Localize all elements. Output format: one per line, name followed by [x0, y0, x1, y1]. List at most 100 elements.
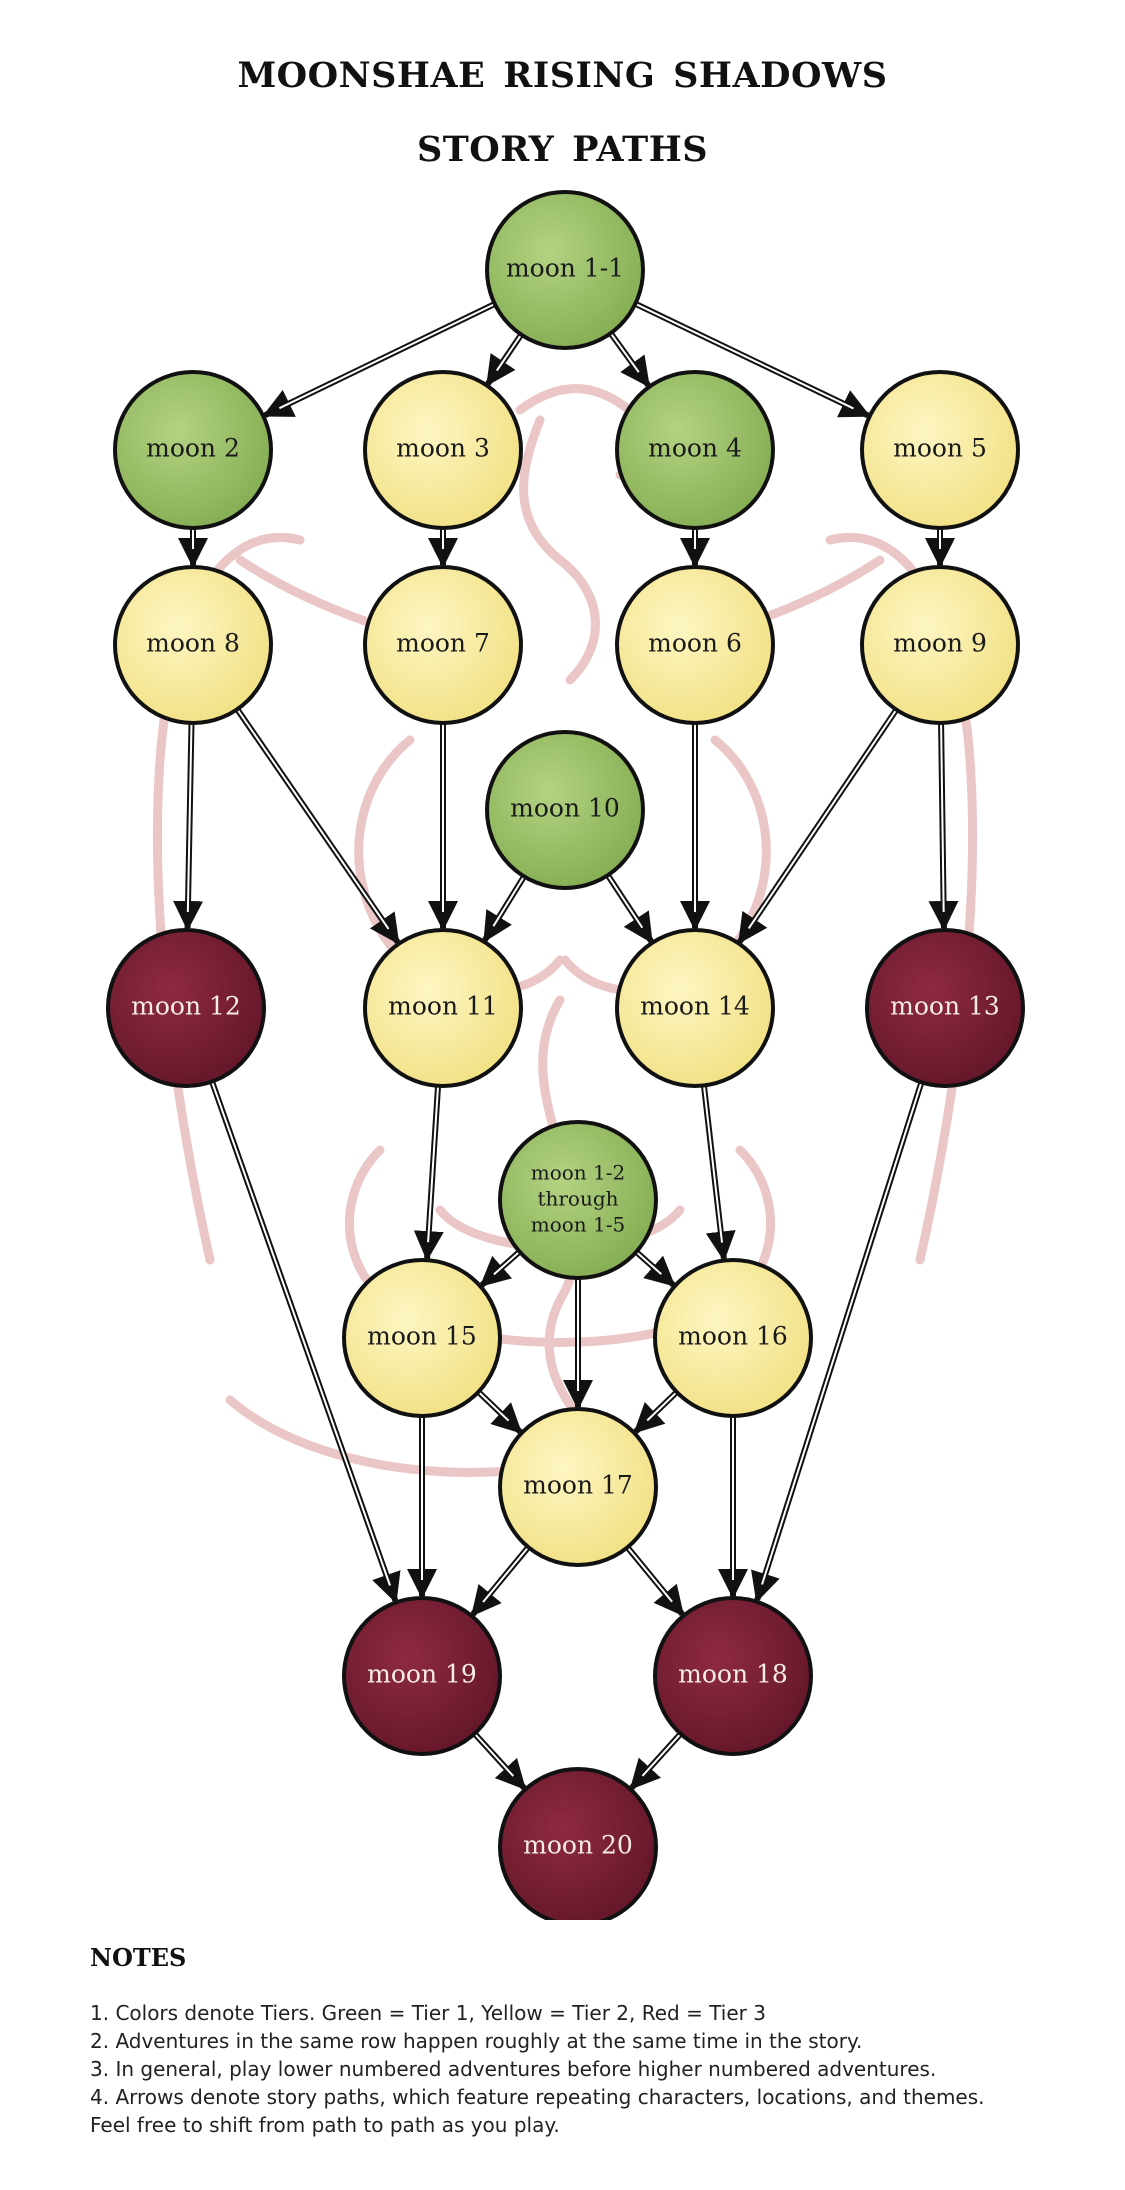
- node-label-m8: moon 8: [146, 629, 240, 658]
- note-line-5: Feel free to shift from path to path as …: [90, 2113, 560, 2137]
- node-label-m1-1: moon 1-1: [506, 254, 624, 283]
- node-m10: moon 10: [485, 730, 645, 890]
- node-label-m13: moon 13: [890, 992, 1000, 1021]
- node-m4: moon 4: [615, 370, 775, 530]
- story-arrow-m15-to-m17: [476, 1389, 523, 1434]
- node-label-m1-2-line-3: moon 1-5: [531, 1213, 626, 1237]
- note-line-3: 3. In general, play lower numbered adven…: [90, 2057, 937, 2081]
- node-label-m1-2-line-2: through: [537, 1187, 618, 1211]
- node-circle-m13: [865, 928, 1025, 1088]
- node-circle-m10: [485, 730, 645, 890]
- node-m20: moon 20: [498, 1767, 658, 1920]
- node-label-m4: moon 4: [648, 434, 742, 463]
- story-arrow-m16-to-m17: [633, 1389, 679, 1434]
- node-label-m2: moon 2: [146, 434, 240, 463]
- node-label-m7: moon 7: [396, 629, 490, 658]
- story-arrow-m9-to-m13: [928, 722, 959, 932]
- node-circle-m4: [615, 370, 775, 530]
- node-label-m16: moon 16: [678, 1322, 788, 1351]
- node-circle-m7: [363, 565, 523, 725]
- note-line-2: 2. Adventures in the same row happen rou…: [90, 2029, 863, 2053]
- story-arrow-m8-to-m12: [173, 722, 204, 932]
- story-path-arrows: [173, 301, 959, 1791]
- node-circle-m17: [498, 1407, 658, 1567]
- node-label-m17: moon 17: [523, 1471, 633, 1500]
- node-m18: moon 18: [653, 1596, 813, 1756]
- node-label-m1-2-line-1: moon 1-2: [531, 1161, 626, 1185]
- notes-section: notes 1. Colors denote Tiers. Green = Ti…: [90, 1935, 1090, 2139]
- node-m9: moon 9: [860, 565, 1020, 725]
- story-arrow-m19-to-m20: [472, 1731, 527, 1791]
- story-arrow-m1-1-to-m5: [634, 301, 871, 419]
- node-label-m11: moon 11: [388, 992, 498, 1021]
- node-m6: moon 6: [615, 565, 775, 725]
- node-circle-m1-2: [498, 1120, 658, 1280]
- story-arrow-m1-1-to-m3: [485, 332, 524, 387]
- node-label-m3: moon 3: [396, 434, 490, 463]
- node-label-m14: moon 14: [640, 992, 750, 1021]
- node-circle-m11: [363, 928, 523, 1088]
- page-title-line-2: story paths: [416, 114, 709, 173]
- node-circle-m12: [106, 928, 266, 1088]
- node-circle-m14: [615, 928, 775, 1088]
- node-label-m18: moon 18: [678, 1660, 788, 1689]
- node-circle-m18: [653, 1596, 813, 1756]
- node-circle-m19: [342, 1596, 502, 1756]
- node-label-m12: moon 12: [131, 992, 241, 1021]
- node-circle-m8: [113, 565, 273, 725]
- node-circle-m3: [363, 370, 523, 530]
- node-m17: moon 17: [498, 1407, 658, 1567]
- story-arrow-m8-to-m11: [234, 707, 401, 945]
- node-m2: moon 2: [113, 370, 273, 530]
- story-arrow-m1-1-to-m2: [262, 301, 497, 418]
- story-arrow-m1-2-to-m16: [634, 1249, 676, 1288]
- node-label-m6: moon 6: [648, 629, 742, 658]
- node-m19: moon 19: [342, 1596, 502, 1756]
- story-arrow-m14-to-m16: [700, 1085, 736, 1262]
- node-m11: moon 11: [363, 928, 523, 1088]
- node-circle-m2: [113, 370, 273, 530]
- node-m7: moon 7: [363, 565, 523, 725]
- note-line-4: 4. Arrows denote story paths, which feat…: [90, 2085, 985, 2109]
- node-m14: moon 14: [615, 928, 775, 1088]
- story-arrow-m18-to-m20: [629, 1731, 683, 1790]
- node-label-m10: moon 10: [510, 794, 620, 823]
- node-m8: moon 8: [113, 565, 273, 725]
- story-arrow-m1-1-to-m4: [608, 331, 651, 388]
- node-label-m5: moon 5: [893, 434, 987, 463]
- node-m13: moon 13: [865, 928, 1025, 1088]
- story-arrow-m9-to-m14: [737, 707, 899, 945]
- node-m3: moon 3: [363, 370, 523, 530]
- node-m12: moon 12: [106, 928, 266, 1088]
- node-m15: moon 15: [342, 1258, 502, 1418]
- page-title-line-1: moonshae rising shadows: [237, 40, 888, 99]
- node-m1-1: moon 1-1: [485, 190, 645, 350]
- story-path-diagram: moon 1-1 moon 2 moon 3 moon 4 moon 5 moon 8 mo…: [106, 190, 1025, 1920]
- story-arrow-m17-to-m18: [625, 1545, 685, 1617]
- story-arrow-m1-2-to-m15: [479, 1249, 522, 1288]
- node-label-m20: moon 20: [523, 1831, 633, 1860]
- node-m16: moon 16: [653, 1258, 813, 1418]
- notes-heading: notes: [90, 1935, 187, 1975]
- story-arrow-m11-to-m15: [413, 1085, 444, 1262]
- node-circle-m9: [860, 565, 1020, 725]
- story-arrow-m10-to-m11: [482, 874, 527, 943]
- node-circle-m1-1: [485, 190, 645, 350]
- node-circle-m15: [342, 1258, 502, 1418]
- node-circle-m20: [498, 1767, 658, 1920]
- story-arrow-m17-to-m19: [470, 1545, 531, 1617]
- node-label-m9: moon 9: [893, 629, 987, 658]
- story-arrow-m13-to-m18: [751, 1081, 925, 1603]
- story-arrow-m10-to-m14: [605, 873, 654, 944]
- node-label-m15: moon 15: [367, 1322, 477, 1351]
- note-line-1: 1. Colors denote Tiers. Green = Tier 1, …: [90, 2001, 766, 2025]
- node-circle-m6: [615, 565, 775, 725]
- node-circle-m16: [653, 1258, 813, 1418]
- node-label-m19: moon 19: [367, 1660, 477, 1689]
- node-circle-m5: [860, 370, 1020, 530]
- story-arrow-m12-to-m19: [209, 1080, 401, 1604]
- adventure-nodes: moon 1-1 moon 2 moon 3 moon 4 moon 5 moon 8 mo…: [106, 190, 1025, 1920]
- node-m5: moon 5: [860, 370, 1020, 530]
